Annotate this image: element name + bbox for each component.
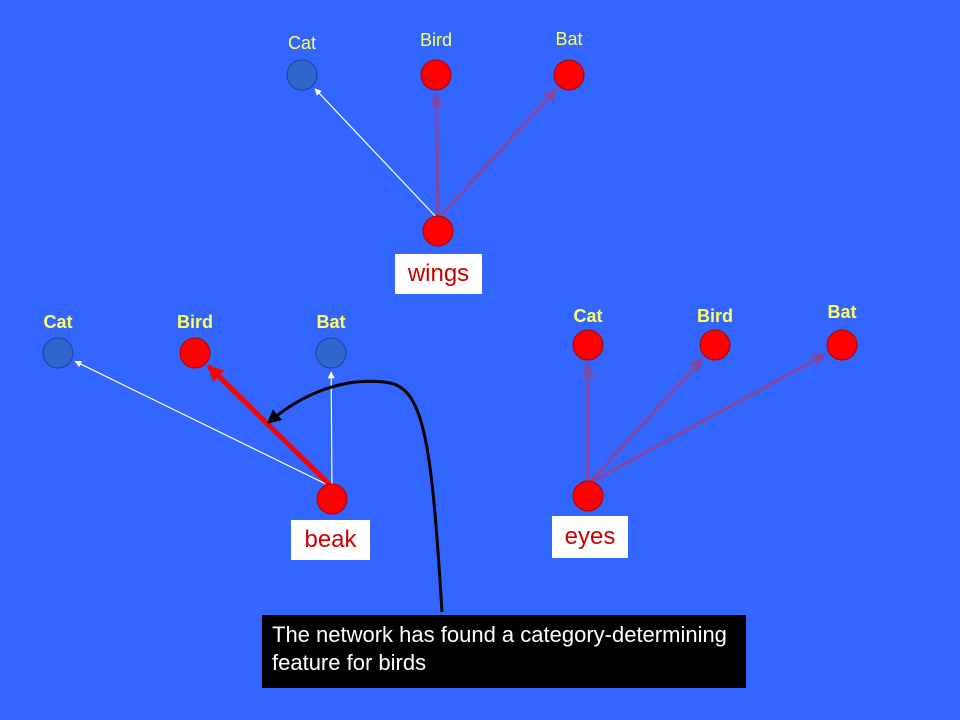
callout-box: The network has found a category-determi… [262,615,746,688]
beak-bat-label: Bat [316,312,345,332]
beak-feature-label: beak [291,520,370,560]
eyes-bat-node [826,329,858,361]
eyes-bird-node [699,329,731,361]
eyes-to-bird-connection [586,357,704,486]
beak-cat-node [42,337,74,369]
beak-to-cat-connection [74,360,333,488]
wings-cat-node [286,59,318,91]
eyes-to-bat-connection [587,352,827,486]
wings-bat-label: Bat [555,29,582,49]
wings-bat-node [553,59,585,91]
wings-to-bird-connection [429,92,444,220]
eyes-feature-node [572,480,604,512]
beak-bird-label: Bird [177,312,213,332]
wings-to-cat-connection [314,88,439,220]
eyes-feature-label: eyes [552,516,628,558]
wings-feature-label: wings [395,254,482,294]
beak-bat-node [315,337,347,369]
wings-bird-label: Bird [420,30,452,50]
beak-cat-label: Cat [43,312,72,332]
beak-bird-node [179,337,211,369]
eyes-cat-node [572,329,604,361]
eyes-bat-label: Bat [827,302,856,322]
eyes-bird-label: Bird [697,306,733,326]
beak-to-bird-connection [206,364,334,489]
beak-feature-node [316,483,348,515]
eyes-cat-label: Cat [573,306,602,326]
wings-cat-label: Cat [288,33,316,53]
wings-feature-node [422,215,454,247]
wings-to-bat-connection [436,87,558,221]
beak-to-bat-connection [327,371,335,488]
callout-text: The network has found a category-determi… [272,622,727,675]
callout-arrow [266,379,444,613]
wings-bird-node [420,59,452,91]
